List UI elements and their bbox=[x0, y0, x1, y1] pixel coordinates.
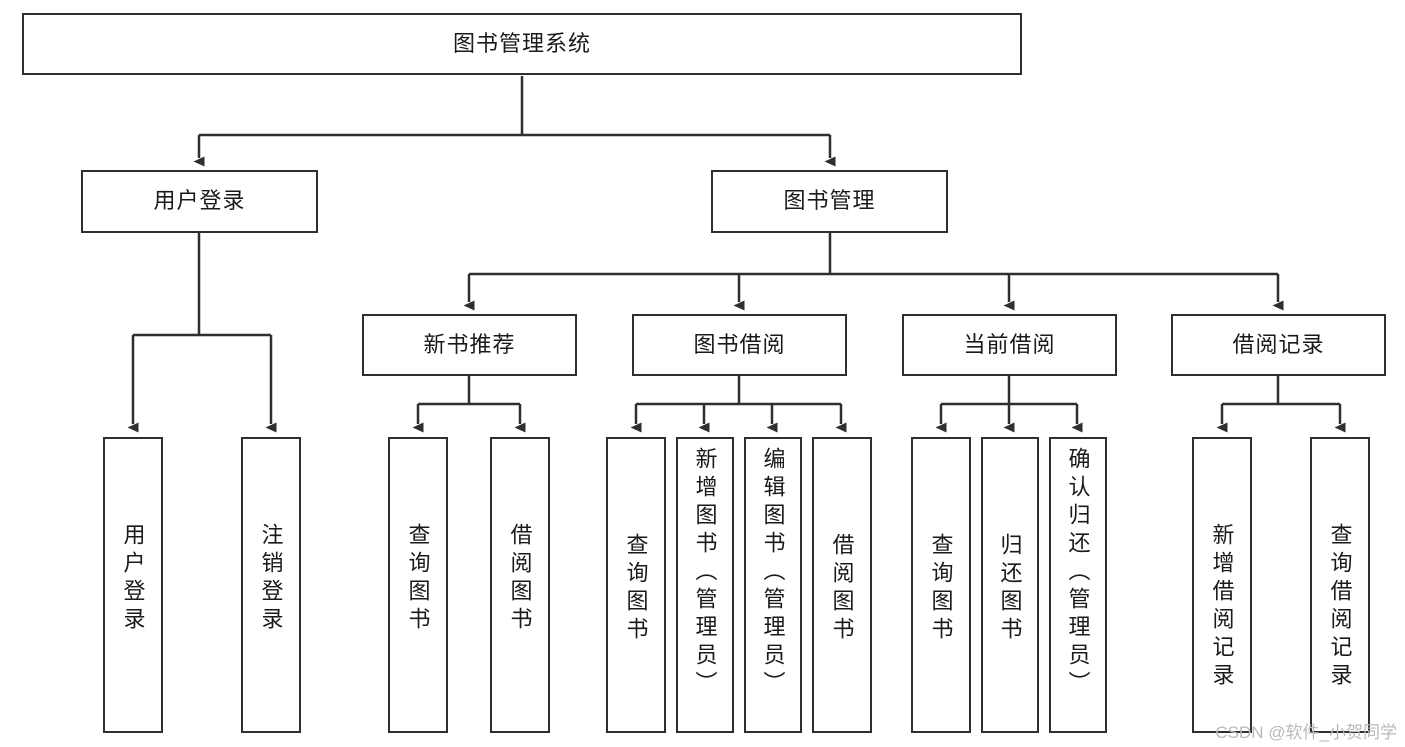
leaf-book-borrow-borrow[interactable]: 借阅图书 bbox=[812, 437, 872, 733]
node-root[interactable]: 图书管理系统 bbox=[22, 13, 1022, 75]
leaf-label: 新增借阅记录 bbox=[1209, 523, 1235, 691]
leaf-user-login-login[interactable]: 用户登录 bbox=[103, 437, 163, 733]
leaf-label: 查询借阅记录 bbox=[1327, 523, 1353, 691]
leaf-label: 编辑图书（管理员） bbox=[760, 447, 786, 699]
leaf-label: 注销登录 bbox=[258, 523, 284, 635]
leaf-label: 新增图书（管理员） bbox=[692, 447, 718, 699]
node-borrow-record[interactable]: 借阅记录 bbox=[1171, 314, 1386, 376]
leaf-book-borrow-query[interactable]: 查询图书 bbox=[606, 437, 666, 733]
node-new-book-recommend-label: 新书推荐 bbox=[423, 331, 516, 357]
leaf-label: 借阅图书 bbox=[507, 523, 533, 635]
leaf-label: 查询图书 bbox=[928, 533, 954, 645]
leaf-borrow-record-add[interactable]: 新增借阅记录 bbox=[1192, 437, 1252, 733]
node-new-book-recommend[interactable]: 新书推荐 bbox=[362, 314, 577, 376]
leaf-label: 查询图书 bbox=[405, 523, 431, 635]
leaf-user-login-logout[interactable]: 注销登录 bbox=[241, 437, 301, 733]
leaf-current-borrow-confirm[interactable]: 确认归还（管理员） bbox=[1049, 437, 1107, 733]
leaf-label: 查询图书 bbox=[623, 533, 649, 645]
node-root-label: 图书管理系统 bbox=[452, 30, 591, 56]
leaf-label: 归还图书 bbox=[997, 533, 1023, 645]
leaf-borrow-record-query[interactable]: 查询借阅记录 bbox=[1310, 437, 1370, 733]
node-user-login-label: 用户登录 bbox=[153, 188, 246, 214]
leaf-label: 用户登录 bbox=[120, 523, 146, 635]
node-book-management[interactable]: 图书管理 bbox=[711, 170, 948, 233]
leaf-book-borrow-edit[interactable]: 编辑图书（管理员） bbox=[744, 437, 802, 733]
leaf-label: 借阅图书 bbox=[829, 533, 855, 645]
leaf-label: 确认归还（管理员） bbox=[1065, 447, 1091, 699]
node-book-borrow-label: 图书借阅 bbox=[693, 331, 786, 357]
node-book-management-label: 图书管理 bbox=[783, 188, 876, 214]
watermark: CSDN @软件_小贺同学 bbox=[1215, 723, 1397, 742]
node-current-borrow-label: 当前借阅 bbox=[963, 331, 1056, 357]
node-borrow-record-label: 借阅记录 bbox=[1232, 331, 1325, 357]
leaf-current-borrow-return[interactable]: 归还图书 bbox=[981, 437, 1039, 733]
node-current-borrow[interactable]: 当前借阅 bbox=[902, 314, 1117, 376]
leaf-book-borrow-add[interactable]: 新增图书（管理员） bbox=[676, 437, 734, 733]
node-user-login[interactable]: 用户登录 bbox=[81, 170, 318, 233]
leaf-current-borrow-query[interactable]: 查询图书 bbox=[911, 437, 971, 733]
leaf-new-book-query[interactable]: 查询图书 bbox=[388, 437, 448, 733]
leaf-new-book-borrow[interactable]: 借阅图书 bbox=[490, 437, 550, 733]
node-book-borrow[interactable]: 图书借阅 bbox=[632, 314, 847, 376]
